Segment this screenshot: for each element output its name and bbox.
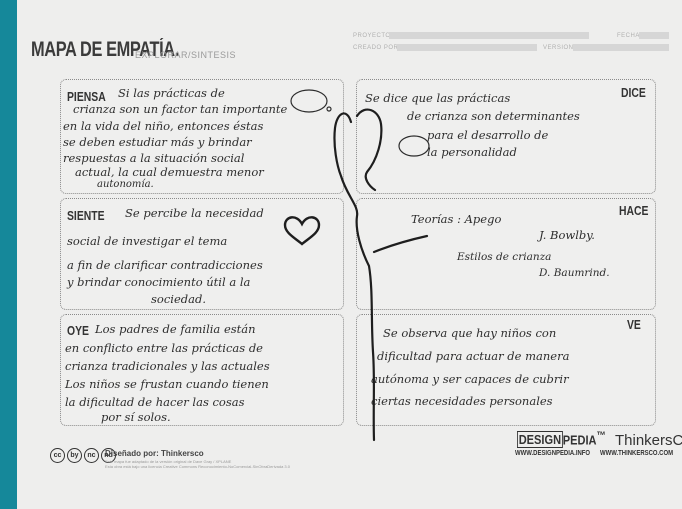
hace-line-1: Teorías : Apego: [411, 212, 502, 226]
piensa-line-5: respuestas a la situación social: [63, 151, 245, 165]
ve-line-3: autónoma y ser capaces de cubrir: [371, 372, 569, 386]
license-text-line-1: Este mapa fue adaptado de la versión ori…: [105, 459, 232, 464]
designpedia-url[interactable]: WWW.DESIGNPEDIA.INFO: [515, 450, 591, 457]
siente-line-4: y brindar conocimiento útil a la: [67, 275, 251, 289]
oye-line-5: la dificultad de hacer las cosas: [65, 395, 245, 409]
meta-version-line: [573, 44, 669, 51]
piensa-line-7: autonomía.: [97, 179, 154, 190]
hace-line-2: J. Bowlby.: [539, 228, 595, 242]
oye-line-4: Los niños se frustan cuando tienen: [65, 377, 269, 391]
hace-box: HACE Teorías : Apego J. Bowlby. Estilos …: [356, 198, 656, 310]
hace-label: HACE: [619, 203, 649, 218]
dice-box: DICE Se dice que las prácticas de crianz…: [356, 79, 656, 194]
nc-icon: nc: [84, 448, 99, 463]
oye-line-6: por sí solos.: [101, 410, 171, 424]
oye-box: OYE Los padres de familia están en confl…: [60, 314, 344, 426]
piensa-line-1: Si las prácticas de: [118, 86, 225, 100]
meta-date-line: [639, 32, 669, 39]
ve-line-2: dificultad para actuar de manera: [377, 349, 570, 363]
meta-version-label: VERSION: [543, 45, 574, 51]
nd-icon: nd: [101, 448, 116, 463]
ve-box: VE Se observa que hay niños con dificult…: [356, 314, 656, 426]
left-accent-strip: [0, 0, 17, 509]
empathy-map-sheet: MAPA DE EMPATÍA. EXPLORAR/SINTESIS PROYE…: [17, 0, 682, 509]
dice-line-3: para el desarrollo de: [427, 128, 549, 142]
siente-line-5: sociedad.: [151, 292, 206, 306]
license-icons: cc by nc nd: [50, 448, 116, 463]
page-title: MAPA DE EMPATÍA.: [31, 38, 179, 61]
dice-line-4: la personalidad: [427, 145, 517, 159]
oye-label: OYE: [67, 323, 89, 338]
designpedia-logo-rest: PEDIA: [562, 432, 597, 448]
designpedia-logo-mark: ™: [596, 430, 606, 442]
cc-icon: cc: [50, 448, 65, 463]
piensa-box: PIENSA Si las prácticas de crianza son u…: [60, 79, 344, 194]
by-icon: by: [67, 448, 82, 463]
ve-line-1: Se observa que hay niños con: [383, 326, 557, 340]
dice-label: DICE: [621, 85, 646, 100]
thinkersco-logo-text: ThinkersCo: [615, 432, 682, 449]
license-text: Este mapa fue adaptado de la versión ori…: [105, 459, 290, 469]
siente-label: SIENTE: [67, 208, 105, 223]
meta-project-line: [389, 32, 589, 39]
title-row: MAPA DE EMPATÍA.: [31, 38, 221, 68]
piensa-label: PIENSA: [67, 89, 106, 104]
meta-author-label: CREADO POR: [353, 45, 399, 51]
oye-line-1: Los padres de familia están: [95, 322, 256, 336]
piensa-line-3: en la vida del niño, entonces éstas: [63, 119, 264, 133]
ve-line-4: ciertas necesidades personales: [371, 394, 553, 408]
meta-author-line: [397, 44, 537, 51]
thinkersco-url[interactable]: WWW.THINKERSCO.COM: [600, 450, 674, 457]
piensa-line-6: actual, la cual demuestra menor: [75, 165, 264, 179]
siente-line-1: Se percibe la necesidad: [125, 206, 264, 220]
dice-line-1: Se dice que las prácticas: [365, 91, 511, 105]
designpedia-logo-boxed: DESIGN: [517, 431, 563, 449]
oye-line-3: crianza tradicionales y las actuales: [65, 359, 270, 373]
piensa-line-4: se deben estudiar más y brindar: [63, 135, 252, 149]
siente-box: SIENTE Se percibe la necesidad social de…: [60, 198, 344, 310]
siente-line-3: a fin de clarificar contradicciones: [67, 258, 263, 272]
license-text-line-2: Esta obra está bajo una licencia Creativ…: [105, 464, 290, 469]
piensa-line-2: crianza son un factor tan importante: [73, 102, 288, 116]
dice-line-2: de crianza son determinantes: [407, 109, 580, 123]
designed-by: Diseñado por: Thinkersco: [105, 449, 204, 458]
oye-line-2: en conflicto entre las prácticas de: [65, 341, 263, 355]
thinkersco-logo: ThinkersCo°: [615, 428, 682, 449]
ve-label: VE: [627, 317, 641, 332]
siente-line-2: social de investigar el tema: [67, 234, 228, 248]
page-subtitle: EXPLORAR/SINTESIS: [135, 50, 237, 60]
meta-date-label: FECHA: [617, 33, 640, 39]
hace-line-4: D. Baumrind.: [539, 267, 610, 279]
meta-project-label: PROYECTO: [353, 33, 391, 39]
hace-line-3: Estilos de crianza: [457, 251, 552, 263]
